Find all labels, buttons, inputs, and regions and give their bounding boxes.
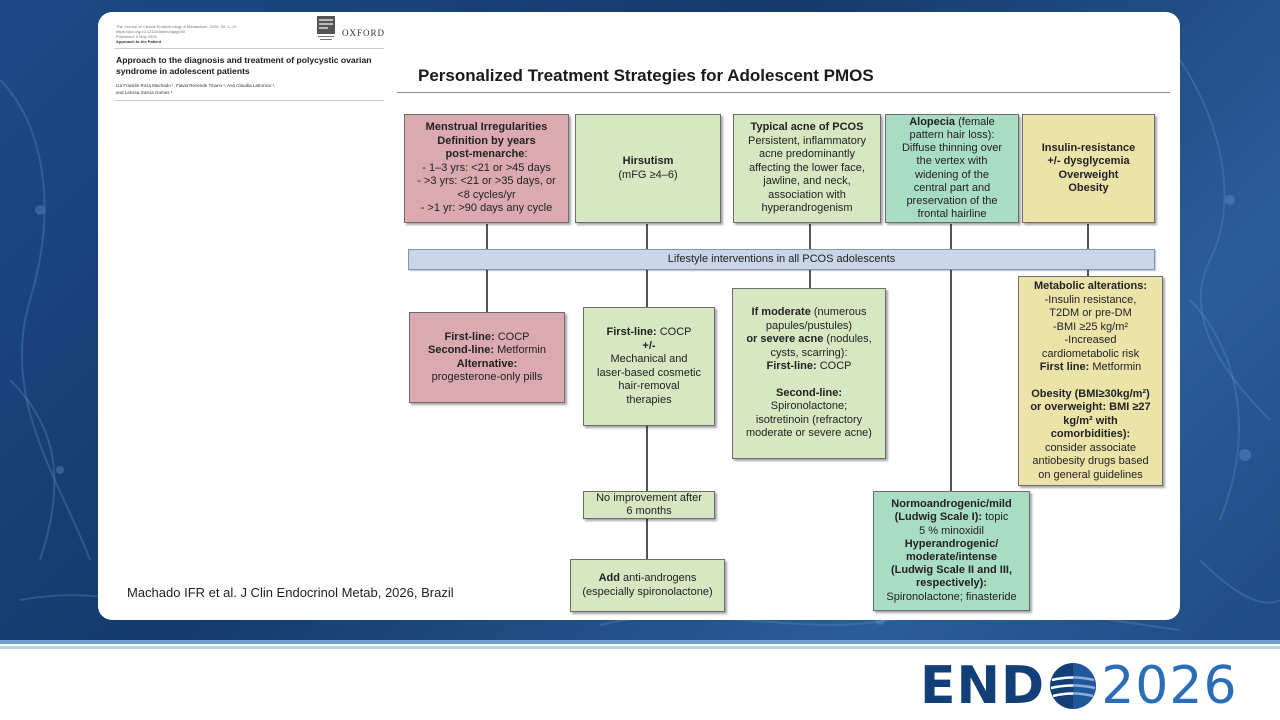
paper-divider <box>114 100 384 101</box>
globe-icon <box>1050 663 1097 709</box>
published-line: Published: 9 May 2026 <box>116 34 157 39</box>
acne-treatment-box: If moderate (numerous papules/pustules) … <box>732 288 886 459</box>
endo-2026-logo: END 2026 <box>920 658 1238 714</box>
endocrine-society-logo-icon <box>317 16 335 40</box>
alopecia-treatment-box: Normoandrogenic/mild (Ludwig Scale I): t… <box>873 491 1030 611</box>
lifestyle-interventions-bar: Lifestyle interventions in all PCOS adol… <box>408 249 1155 270</box>
metabolic-treatment-box: Metabolic alterations: -Insulin resistan… <box>1018 276 1163 486</box>
doi-line: https://doi.org/10.1210/clinem/dgag000 <box>116 29 186 34</box>
insulin-resistance-box: Insulin-resistance +/- dysglycemia Overw… <box>1022 114 1155 223</box>
figure-title: Personalized Treatment Strategies for Ad… <box>418 66 874 85</box>
endo-wordmark: END <box>920 656 1046 716</box>
figure-title-rule <box>397 92 1170 93</box>
no-improvement-box: No improvement after 6 months <box>583 491 715 519</box>
add-anti-androgens-box: Add anti-androgens (especially spironola… <box>570 559 725 612</box>
footer-stripe <box>0 640 1280 644</box>
paper-journal-info: The Journal of Clinical Endocrinology & … <box>116 24 236 39</box>
typical-acne-box: Typical acne of PCOS Persistent, inflamm… <box>733 114 881 223</box>
hirsutism-treatment-box: First-line: COCP +/- Mechanical and lase… <box>583 307 715 426</box>
journal-line: The Journal of Clinical Endocrinology & … <box>116 24 237 29</box>
paper-divider <box>114 48 384 49</box>
authors-line: Iza Franklin Roza Machado ¹, Flavia Reze… <box>116 83 276 88</box>
alopecia-box: Alopecia (female pattern hair loss): Dif… <box>885 114 1019 223</box>
article-type: Approach to the Patient <box>116 39 162 44</box>
endo-year: 2026 <box>1101 656 1238 716</box>
paper-title: Approach to the diagnosis and treatment … <box>116 55 372 76</box>
hirsutism-box: Hirsutism (mFG ≥4–6) <box>575 114 721 223</box>
authors-line: and Larissa Garcia Gomes ¹ <box>116 90 173 95</box>
paper-authors: Iza Franklin Roza Machado ¹, Flavia Reze… <box>116 82 386 96</box>
footer-stripe <box>0 646 1280 649</box>
menstrual-treatment-box: First-line: COCP Second-line: Metformin … <box>409 312 565 403</box>
publisher-logo: OXFORD <box>342 28 386 38</box>
menstrual-irregularities-box: Menstrual Irregularities Definition by y… <box>404 114 569 223</box>
citation-text: Machado IFR et al. J Clin Endocrinol Met… <box>127 585 454 600</box>
